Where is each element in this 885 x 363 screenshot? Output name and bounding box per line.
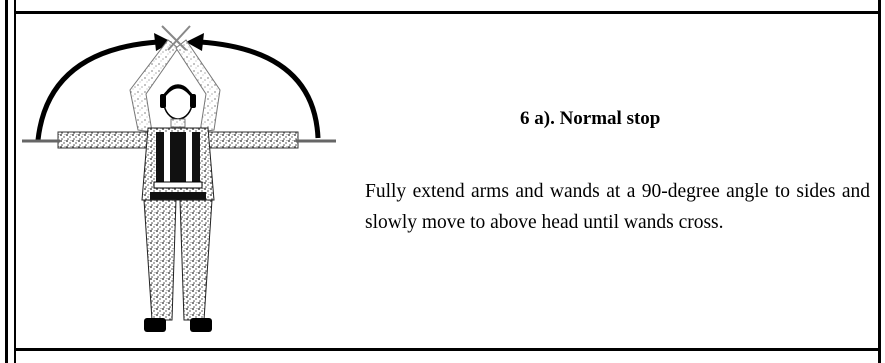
signal-heading: 6 a). Normal stop [520, 108, 661, 129]
legs [143, 199, 213, 321]
bottom-rule [14, 348, 881, 351]
signal-description: Fully extend arms and wands at a 90-degr… [365, 181, 870, 233]
torso [141, 127, 215, 201]
feet [144, 318, 212, 332]
frame-left-border [5, 0, 8, 363]
frame-inner-left-border [14, 0, 16, 363]
motion-arc [35, 33, 321, 141]
extended-arms [22, 131, 336, 149]
head [160, 84, 196, 128]
arrow-head-left [154, 33, 172, 51]
arrow-head-right [186, 33, 204, 51]
top-rule [14, 11, 881, 14]
marshaller-illustration [22, 25, 336, 332]
frame-right-border [878, 0, 881, 363]
